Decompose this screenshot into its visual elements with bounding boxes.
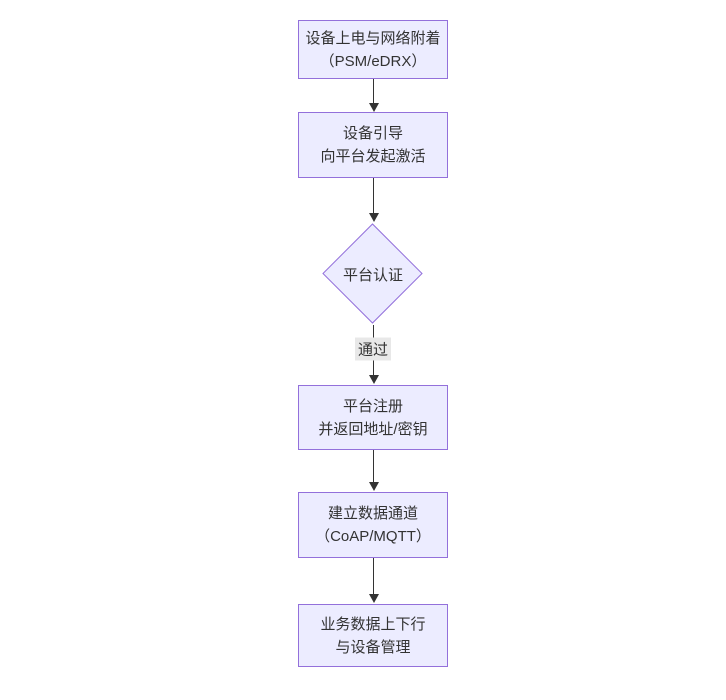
edge-channel-to-business	[368, 558, 379, 603]
flow-node-power-attach: 设备上电与网络附着 （PSM/eDRX）	[298, 20, 448, 79]
arrowhead-down-icon	[369, 482, 379, 491]
node-label-line: 设备引导	[342, 125, 403, 142]
edge-line	[373, 558, 374, 595]
edge-bootstrap-to-auth	[368, 178, 379, 222]
node-label-line: 设备上电与网络附着	[305, 29, 441, 47]
flow-node-register: 平台注册 并返回地址/密钥	[298, 385, 448, 450]
node-label-line: （PSM/eDRX）	[319, 52, 427, 70]
node-label-line: （CoAP/MQTT）	[315, 528, 431, 545]
arrowhead-down-icon	[369, 594, 379, 603]
flow-node-auth-decision: 平台认证	[322, 223, 424, 325]
flow-node-business: 业务数据上下行 与设备管理	[298, 604, 448, 667]
node-label-line: 平台认证	[342, 266, 403, 284]
flow-node-bootstrap: 设备引导 向平台发起激活	[298, 112, 448, 178]
arrowhead-down-icon	[369, 213, 379, 222]
node-label-line: 建立数据通道	[327, 505, 418, 522]
edge-line	[373, 178, 374, 214]
node-label-line: 平台注册	[342, 397, 403, 415]
arrowhead-down-icon	[369, 375, 379, 384]
edge-line	[373, 450, 374, 483]
arrowhead-down-icon	[369, 103, 379, 112]
edge-register-to-channel	[368, 450, 379, 491]
edge-power-to-bootstrap	[368, 79, 379, 112]
node-label-line: 并返回地址/密钥	[318, 420, 428, 438]
node-label-line: 与设备管理	[335, 638, 411, 656]
node-label-line: 业务数据上下行	[320, 615, 426, 633]
node-label-line: 向平台发起激活	[320, 148, 426, 165]
edge-label-pass: 通过	[354, 337, 392, 361]
flow-node-channel: 建立数据通道 （CoAP/MQTT）	[298, 492, 448, 558]
edge-line	[373, 79, 374, 104]
